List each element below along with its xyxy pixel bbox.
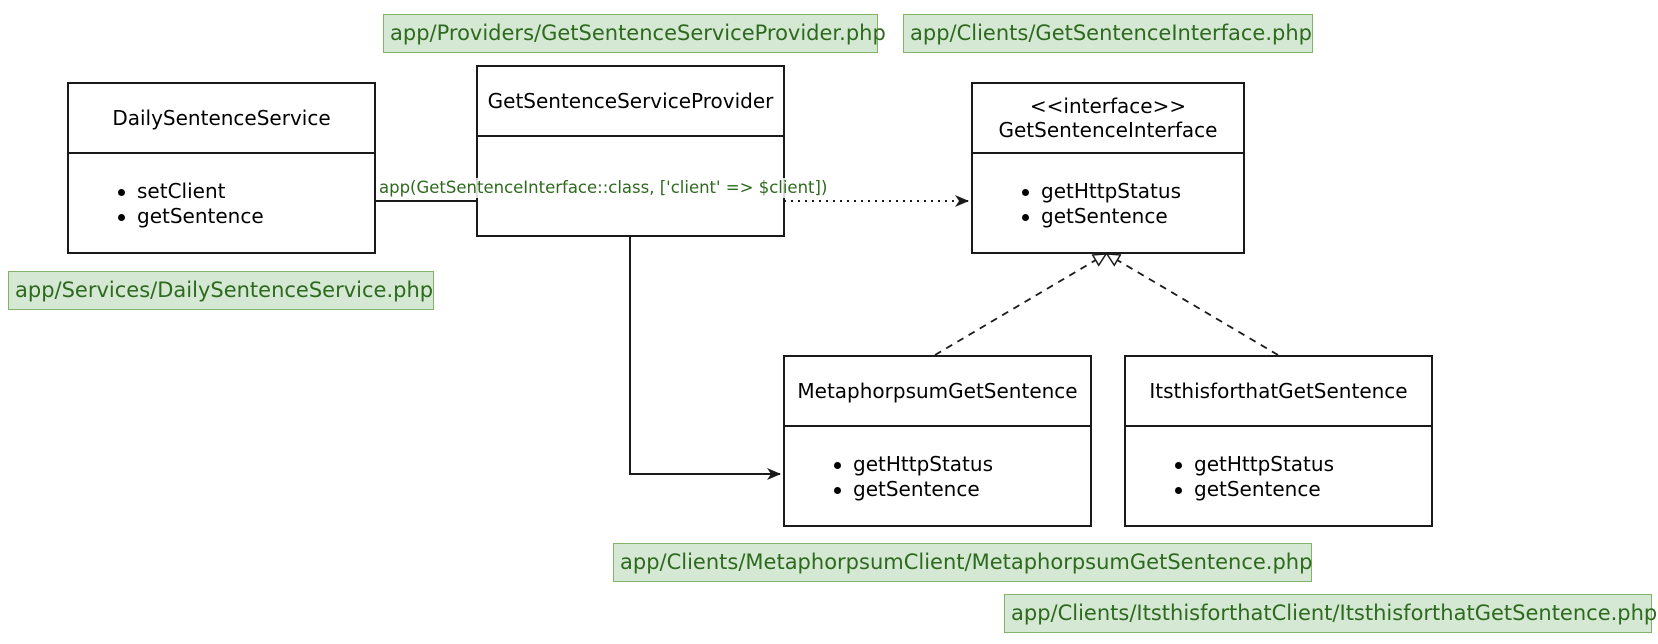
method-item: getHttpStatus (1175, 452, 1431, 477)
method-item: setClient (118, 179, 374, 204)
class-header: GetSentenceServiceProvider (478, 67, 783, 137)
metaphorpsum-realization-edge (934, 254, 1106, 356)
method-item: getHttpStatus (834, 452, 1090, 477)
service-to-metaphorpsum-edge (375, 200, 781, 480)
metaphorpsum-get-sentence-class[interactable]: MetaphorpsumGetSentence getHttpStatus ge… (783, 355, 1092, 527)
get-sentence-service-provider-class[interactable]: GetSentenceServiceProvider (476, 65, 785, 237)
class-header: DailySentenceService (69, 84, 374, 154)
class-title: GetSentenceServiceProvider (487, 89, 774, 113)
class-title: MetaphorpsumGetSentence (797, 379, 1078, 403)
itsthisforthat-realization-edge (1107, 254, 1279, 356)
interface-file-path: app/Clients/GetSentenceInterface.php (903, 14, 1313, 53)
method-item: getSentence (1022, 204, 1243, 229)
class-methods: getHttpStatus getSentence (785, 425, 1090, 525)
service-file-path: app/Services/DailySentenceService.php (8, 271, 434, 310)
itsthisforthat-get-sentence-class[interactable]: ItsthisforthatGetSentence getHttpStatus … (1124, 355, 1433, 527)
class-stereotype: <<interface>> (1029, 94, 1187, 118)
class-title: ItsthisforthatGetSentence (1149, 379, 1408, 403)
class-title: GetSentenceInterface (998, 118, 1218, 142)
binding-edge-label: app(GetSentenceInterface::class, ['clien… (379, 178, 828, 198)
class-header: ItsthisforthatGetSentence (1126, 357, 1431, 427)
class-header: MetaphorpsumGetSentence (785, 357, 1090, 427)
method-item: getHttpStatus (1022, 179, 1243, 204)
get-sentence-interface-class[interactable]: <<interface>> GetSentenceInterface getHt… (971, 82, 1245, 254)
provider-file-path: app/Providers/GetSentenceServiceProvider… (383, 14, 886, 53)
method-item: getSentence (118, 204, 374, 229)
class-methods: getHttpStatus getSentence (1126, 425, 1431, 525)
daily-sentence-service-class[interactable]: DailySentenceService setClient getSenten… (67, 82, 376, 254)
method-item: getSentence (1175, 477, 1431, 502)
class-header: <<interface>> GetSentenceInterface (973, 84, 1243, 154)
method-item: getSentence (834, 477, 1090, 502)
itsthisforthat-file-path: app/Clients/ItsthisforthatClient/Itsthis… (1004, 594, 1657, 633)
class-title: DailySentenceService (112, 106, 331, 130)
class-methods: getHttpStatus getSentence (973, 152, 1243, 252)
class-methods: setClient getSentence (69, 152, 374, 252)
metaphorpsum-file-path: app/Clients/MetaphorpsumClient/Metaphorp… (613, 543, 1312, 582)
